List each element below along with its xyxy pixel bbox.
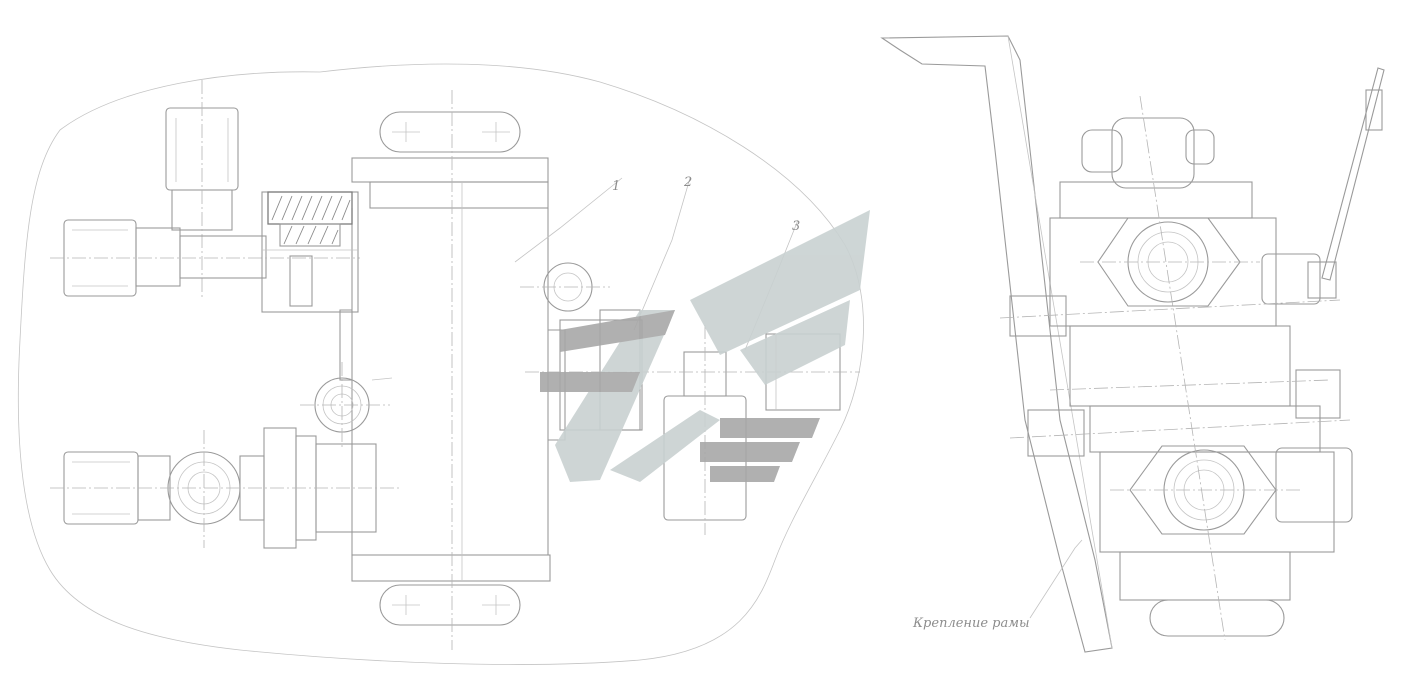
upper-seal-section [261,191,359,313]
bottom-slot [379,584,521,626]
leader-mark-2: 2 [683,175,692,190]
leader-mark-1: 1 [612,179,620,194]
watermark-logo [540,210,870,482]
lower-horizontal-fitting [50,427,400,549]
middle-thread-fitting [300,362,390,450]
upper-vertical-fitting [165,80,239,300]
side-view-label: Крепление рамы [912,616,1030,631]
side-elevation-view [880,35,1385,653]
leader-mark-3: 3 [792,219,800,234]
valve-body [339,90,566,650]
frame-bracket [880,35,1113,653]
break-outline [17,63,864,665]
upper-horizontal-fitting [50,219,360,297]
front-section-view [17,63,864,665]
top-slot [379,111,521,153]
upper-hex-nut [1080,217,1260,307]
lower-hex-nut [1110,445,1300,535]
